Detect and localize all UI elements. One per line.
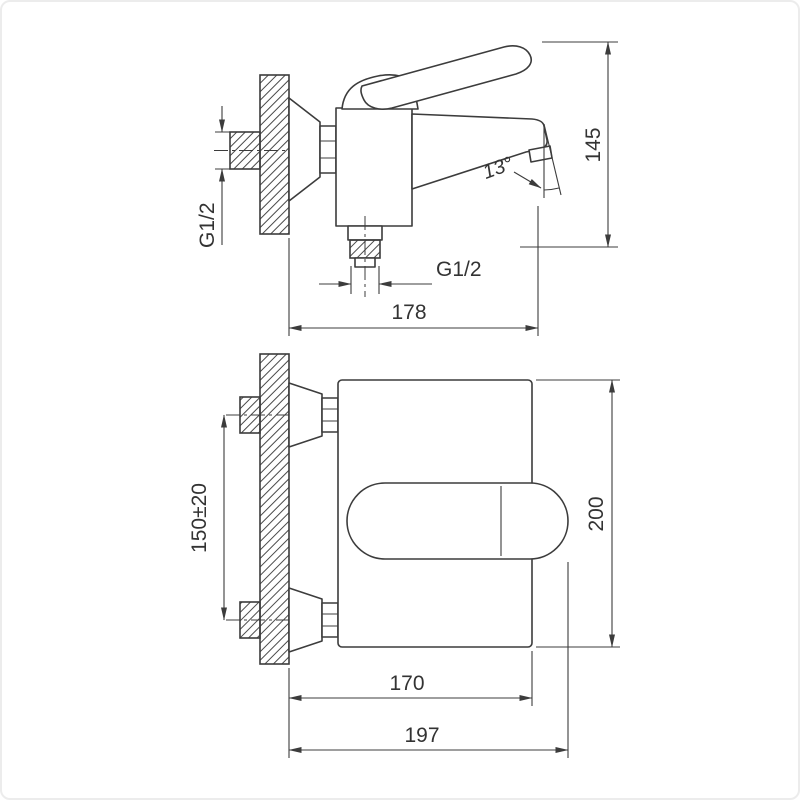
dim-overall-height: 200 xyxy=(536,379,620,648)
dim-label-inlet-spacing: 150±20 xyxy=(188,483,211,553)
handle-front xyxy=(346,482,569,560)
escutcheon-top xyxy=(288,382,323,448)
extension-lines xyxy=(288,206,539,336)
dim-label-overall-depth: 178 xyxy=(391,301,426,324)
dim-label-outlet-thread: G1/2 xyxy=(436,258,482,281)
wall-section xyxy=(259,353,290,665)
dim-label-overall-width: 197 xyxy=(404,724,439,747)
dim-label-body-width: 170 xyxy=(389,672,424,695)
dim-outlet-thread: G1/2 xyxy=(319,258,482,294)
wall-section xyxy=(259,74,290,235)
dim-label-wall-thread: G1/2 xyxy=(196,202,219,248)
dim-inlet-spacing: 150±20 xyxy=(188,414,227,621)
spout xyxy=(411,113,548,190)
front-view: 150±20 200 170 197 xyxy=(188,353,620,758)
nut-top-facets xyxy=(322,408,338,422)
escutcheon-bottom xyxy=(288,587,323,653)
nut-top xyxy=(321,397,339,433)
handle-lever xyxy=(360,45,532,110)
angle-line xyxy=(543,123,562,196)
dim-body-width: 170 xyxy=(288,651,533,706)
dim-label-overall-height: 200 xyxy=(585,496,608,531)
faucet-body-side xyxy=(335,107,413,227)
nut-bottom xyxy=(321,602,339,638)
escutcheon-cone xyxy=(288,97,321,202)
dim-overall-width: 197 xyxy=(288,562,569,758)
extension-lines xyxy=(288,562,569,758)
nut-bottom-facets xyxy=(322,613,338,627)
angle-leader xyxy=(513,171,542,189)
dim-label-spout-height: 145 xyxy=(582,127,605,162)
nut-facet-lines xyxy=(320,140,336,159)
dim-spout-height: 145 xyxy=(520,41,618,248)
dim-wall-thread: G1/2 xyxy=(196,106,232,248)
dim-overall-depth: 178 xyxy=(288,206,539,336)
extension-lines xyxy=(536,379,620,648)
angle-arc xyxy=(543,187,560,191)
side-view: G1/2 145 13° G1/2 xyxy=(196,41,618,336)
extension-lines xyxy=(350,266,380,294)
connection-nut xyxy=(319,125,337,174)
